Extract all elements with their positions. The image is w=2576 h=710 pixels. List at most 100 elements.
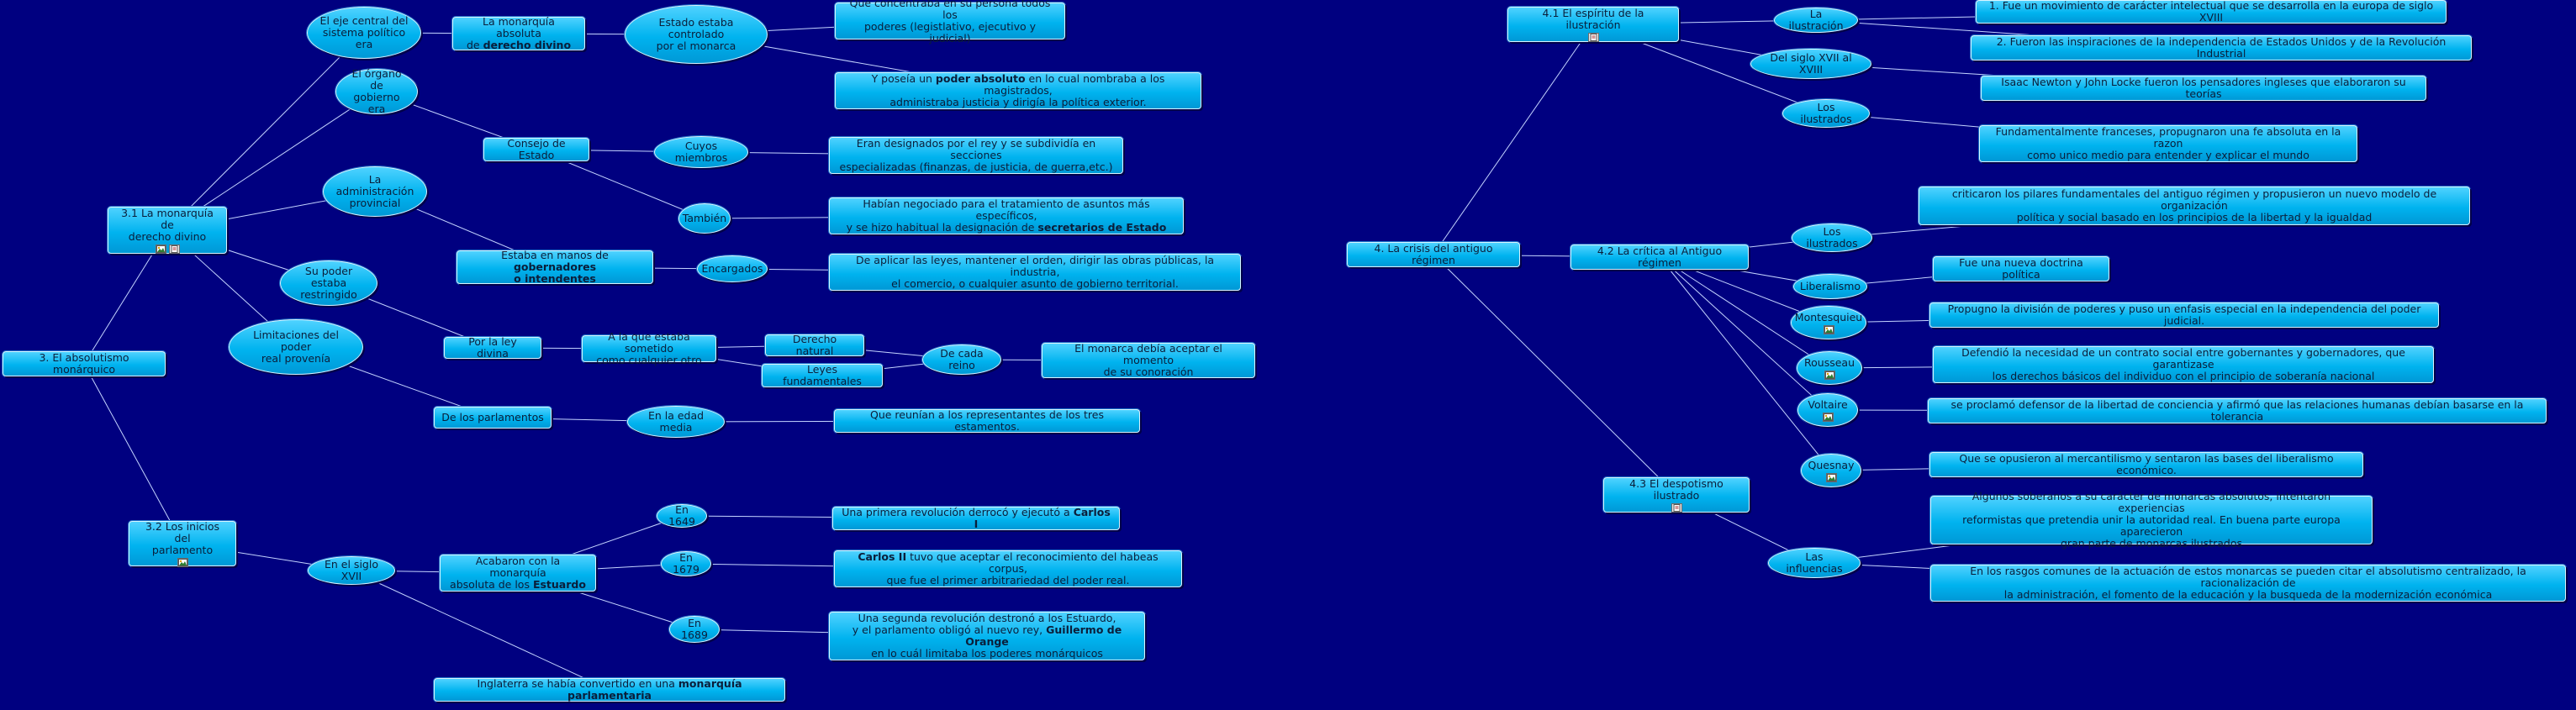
node-negociado[interactable]: Habían negociado para el tratamiento de … — [829, 197, 1184, 234]
node-quesnay[interactable]: Quesnay — [1801, 454, 1861, 487]
node-text-line: poderes (legistlativo, ejecutivo y judic… — [842, 21, 1058, 45]
text-segment: Defendió la necesidad de un contrato soc… — [1961, 346, 2405, 371]
image-attachment-icon[interactable] — [177, 557, 188, 567]
node-reunian[interactable]: Que reunían a los representantes de los … — [834, 409, 1140, 433]
node-n41[interactable]: 4.1 El espíritu de la ilustración — [1507, 7, 1679, 42]
node-division[interactable]: Propugno la división de poderes y puso u… — [1929, 302, 2439, 328]
text-segment: Cuyos miembros — [674, 139, 728, 164]
node-en1689[interactable]: En 1689 — [669, 616, 720, 643]
text-segment: los derechos básicos del individuo con e… — [1992, 370, 2375, 382]
node-segunda[interactable]: Una segunda revolución destronó a los Es… — [829, 612, 1145, 660]
text-segment: absoluta de los — [450, 578, 533, 591]
node-influencias[interactable]: Las influencias — [1768, 548, 1861, 578]
node-inglaterra[interactable]: Inglaterra se había convertido en una mo… — [434, 678, 785, 702]
node-mov[interactable]: 1. Fue un movimiento de carácter intelec… — [1976, 0, 2447, 24]
node-primera[interactable]: Una primera revolución derrocó y ejecutó… — [832, 507, 1120, 530]
text-segment: Liberalismo — [1799, 280, 1861, 292]
image-attachment-icon[interactable] — [1825, 472, 1837, 482]
node-text-line: Fue una nueva doctrina política — [1940, 257, 2102, 281]
image-attachment-icon[interactable] — [1823, 324, 1834, 334]
node-montes[interactable]: Montesquieu — [1791, 306, 1866, 339]
node-carlos2[interactable]: Carlos II tuvo que aceptar el reconocimi… — [834, 550, 1182, 587]
image-attachment-icon[interactable] — [1822, 412, 1834, 422]
bold-text: derecho divino — [483, 39, 572, 51]
node-franceses[interactable]: Fundamentalmente franceses, propugnaron … — [1979, 125, 2357, 162]
node-liberal[interactable]: Liberalismo — [1793, 274, 1867, 299]
text-segment: Su poder estaba — [304, 265, 353, 289]
connector-sigloxvii-inglaterra — [351, 570, 610, 691]
node-inspir[interactable]: 2. Fueron las inspiraciones de la indepe… — [1971, 35, 2472, 60]
bold-text: poder absoluto — [935, 72, 1026, 85]
node-text-line: absoluta de los Estuardo — [450, 579, 586, 591]
text-segment: En la edad media — [647, 409, 705, 434]
node-cadareino[interactable]: De cada reino — [922, 344, 1001, 375]
text-segment: 3.2 Los inicios del — [145, 519, 220, 544]
text-segment: Voltaire — [1808, 397, 1848, 411]
node-rasgos[interactable]: En los rasgos comunes de la actuación de… — [1930, 565, 2566, 602]
image-attachment-icon[interactable] — [155, 244, 166, 254]
node-consejo[interactable]: Consejo de Estado — [483, 138, 589, 161]
node-n3[interactable]: 3. El absolutismo monárquico — [3, 351, 166, 376]
node-designados[interactable]: Eran designados por el rey y se subdivid… — [829, 137, 1123, 174]
node-losilust2[interactable]: Los ilustrados — [1792, 224, 1872, 252]
node-text-line: Quesnay — [1808, 459, 1855, 471]
node-fundamentales[interactable]: Leyes fundamentales — [762, 364, 883, 387]
node-doctrina[interactable]: Fue una nueva doctrina política — [1933, 256, 2109, 281]
node-tambien[interactable]: También — [678, 203, 731, 234]
document-attachment-icon[interactable] — [1671, 502, 1682, 513]
node-encargados[interactable]: Encargados — [697, 255, 768, 282]
node-text-line: Limitaciones del poder — [241, 329, 351, 353]
node-criticaron[interactable]: criticaron los pilares fundamentales del… — [1919, 187, 2470, 225]
node-text-line: parlamento — [152, 544, 213, 556]
node-lailust[interactable]: La ilustración — [1774, 8, 1858, 33]
node-opusieron[interactable]: Que se opusieron al mercantilismo y sent… — [1929, 452, 2363, 477]
text-segment: Limitaciones del poder — [253, 329, 339, 353]
node-text-line: de derecho divino — [467, 39, 571, 51]
text-segment: La administración — [335, 173, 414, 197]
node-newton[interactable]: Isaac Newton y John Locke fueron los pen… — [1981, 76, 2426, 101]
node-contrato[interactable]: Defendió la necesidad de un contrato soc… — [1933, 346, 2434, 383]
node-aplicar[interactable]: De aplicar las leyes, mantener el orden,… — [829, 254, 1241, 291]
text-segment: Propugno la división de poderes y puso u… — [1947, 302, 2421, 327]
text-segment: Una primera revolución derrocó y ejecutó… — [842, 506, 1074, 518]
node-poseia[interactable]: Y poseía un poder absoluto en lo cual no… — [835, 72, 1201, 109]
document-attachment-icon[interactable] — [1587, 32, 1599, 42]
node-text-line: de su conoración — [1104, 366, 1194, 378]
node-defensor[interactable]: se proclamó defensor de la libertad de c… — [1928, 398, 2547, 423]
node-voltaire[interactable]: Voltaire — [1797, 393, 1858, 427]
node-sigloxvii[interactable]: En el siglo XVII — [308, 556, 395, 585]
node-parlamentos[interactable]: De los parlamentos — [434, 407, 552, 429]
document-attachment-icon[interactable] — [168, 244, 180, 254]
attachment-icons — [1587, 32, 1599, 42]
node-en1649[interactable]: En 1649 — [657, 504, 707, 528]
node-n42[interactable]: 4.2 La crítica al Antiguo régimen — [1570, 245, 1749, 270]
node-rousseau[interactable]: Rousseau — [1797, 351, 1862, 385]
node-cuyos[interactable]: Cuyos miembros — [654, 136, 748, 168]
node-edadmedia[interactable]: En la edad media — [627, 406, 725, 438]
node-text-line: se proclamó defensor de la libertad de c… — [1935, 399, 2539, 423]
node-losilust1[interactable]: Los ilustrados — [1782, 99, 1870, 128]
node-delsiglo[interactable]: Del siglo XVII al XVIII — [1750, 49, 1871, 79]
node-n4[interactable]: 4. La crisis del antiguo régimen — [1347, 242, 1520, 267]
node-n43[interactable]: 4.3 El despotismo ilustrado — [1603, 477, 1750, 513]
node-natural[interactable]: Derecho natural — [765, 334, 864, 357]
node-soberanos[interactable]: Algunos soberanos a su carácter de monar… — [1930, 491, 2373, 550]
node-en1679[interactable]: En 1679 — [661, 551, 711, 576]
image-attachment-icon[interactable] — [1824, 370, 1835, 380]
node-leydivina[interactable]: Por la ley divina — [444, 336, 541, 360]
